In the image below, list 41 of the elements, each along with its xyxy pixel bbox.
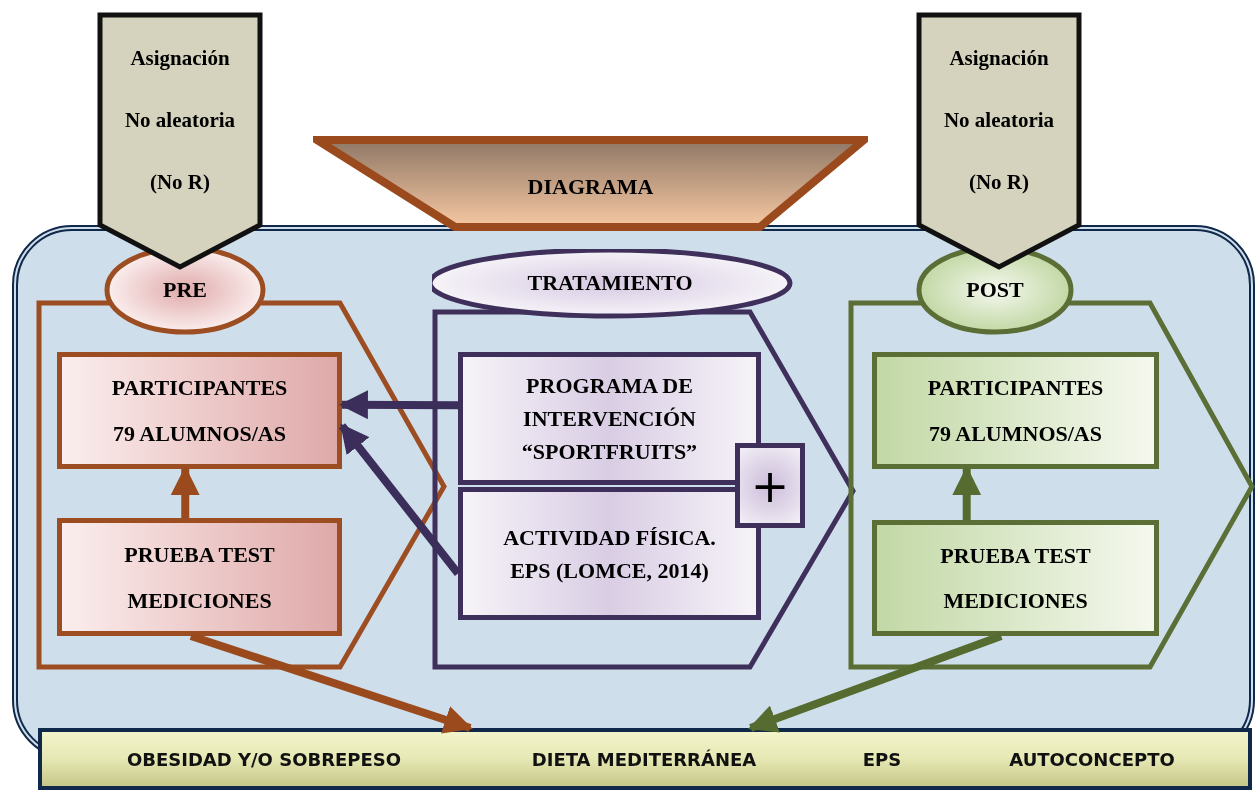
arrow	[747, 632, 1003, 733]
arrow	[170, 466, 200, 518]
chevron-frame	[848, 247, 1256, 670]
node-text: No aleatoria	[124, 107, 236, 134]
trapezoid-banner	[313, 136, 868, 231]
node-text: PARTICIPANTES	[111, 374, 288, 403]
pentagon-arrow	[916, 12, 1082, 270]
node-text: PRUEBA TEST	[940, 542, 1091, 570]
node-text: DIAGRAMA	[527, 173, 654, 201]
arrow	[952, 466, 982, 520]
heading-text: PRE	[163, 276, 207, 304]
heading-text: TRATAMIENTO	[527, 269, 693, 297]
bar-label: AUTOCONCEPTO	[1009, 747, 1175, 772]
text-box	[872, 352, 1159, 469]
node-text: (No R)	[149, 169, 211, 196]
node-text: Asignación	[949, 45, 1049, 72]
node-text: Asignación	[130, 45, 230, 72]
node-text: (No R)	[968, 169, 1030, 196]
plus-sign: +	[750, 462, 790, 509]
node-text: PARTICIPANTES	[927, 374, 1104, 403]
node-text: ACTIVIDAD FÍSICA. EPS (LOMCE, 2014)	[502, 523, 717, 585]
node-text: PRUEBA TEST	[124, 540, 275, 569]
heading-text: POST	[966, 276, 1024, 304]
node-text: No aleatoria	[943, 107, 1055, 134]
bottom-bar	[38, 728, 1252, 790]
node-text: MEDICIONES	[127, 586, 272, 615]
text-box	[57, 352, 342, 469]
node-text: PROGRAMA DE INTERVENCIÓN “SPORTFRUITS”	[520, 372, 699, 466]
pentagon-arrow	[97, 12, 263, 270]
node-text: 79 ALUMNOS/AS	[929, 419, 1102, 448]
text-box	[57, 518, 342, 636]
node-text: 79 ALUMNOS/AS	[113, 419, 286, 448]
plus-box	[735, 443, 805, 528]
chevron-frame	[36, 247, 448, 670]
chevron-frame	[432, 249, 857, 670]
text-box	[872, 520, 1159, 636]
bar-label: DIETA MEDITERRÁNEA	[531, 747, 757, 772]
arrow	[339, 390, 458, 420]
bar-label: EPS	[862, 747, 902, 772]
bar-label: OBESIDAD Y/O SOBREPESO	[126, 747, 402, 772]
node-text: MEDICIONES	[943, 587, 1088, 615]
